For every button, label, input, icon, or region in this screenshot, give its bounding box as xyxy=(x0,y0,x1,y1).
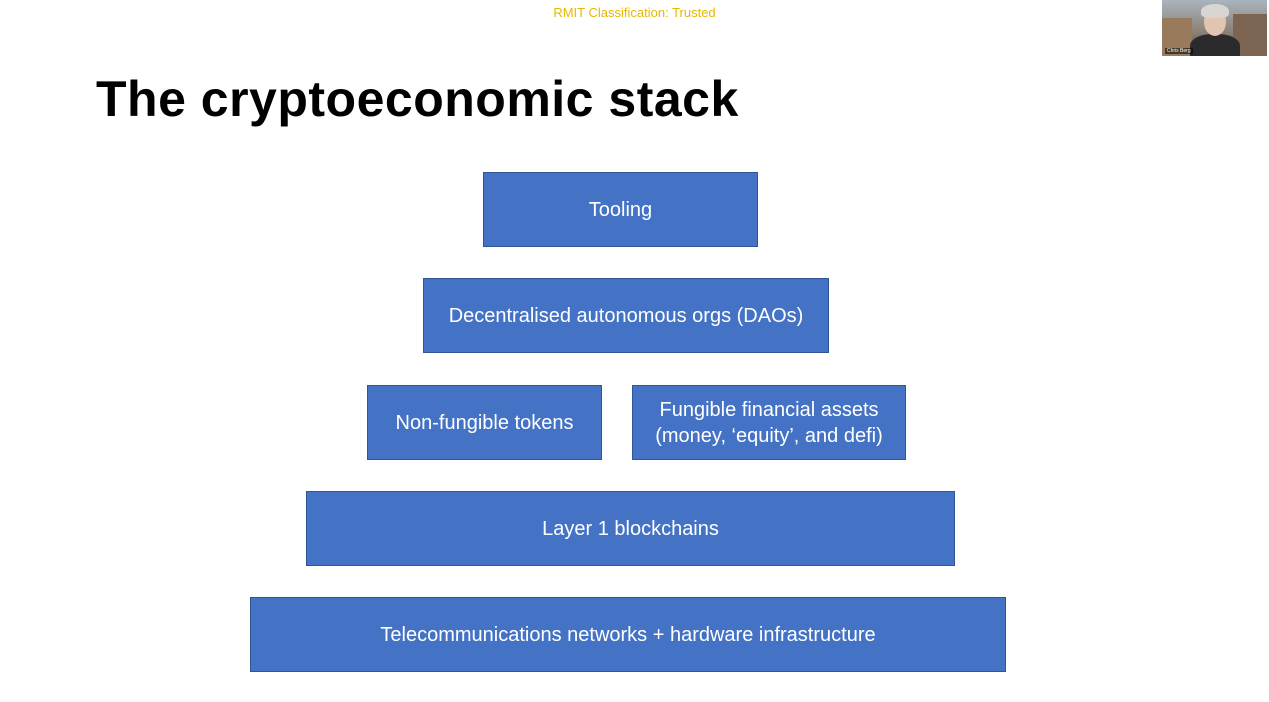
layer-label-telecom-infrastructure: Telecommunications networks + hardware i… xyxy=(380,623,876,646)
fungible-line-1: Fungible financial assets xyxy=(659,398,879,421)
layer-box-telecom-infrastructure: Telecommunications networks + hardware i… xyxy=(250,597,1006,672)
layer-label-layer1-blockchains: Layer 1 blockchains xyxy=(542,517,719,540)
classification-label: RMIT Classification: Trusted xyxy=(553,5,716,20)
layer-label-nft: Non-fungible tokens xyxy=(395,411,574,434)
layer-box-tooling: Tooling xyxy=(483,172,758,247)
layer-label-daos: Decentralised autonomous orgs (DAOs) xyxy=(448,304,804,327)
participant-hair xyxy=(1201,4,1229,18)
layer-label-fungible-assets: Fungible financial assets (money, ‘equit… xyxy=(655,397,883,449)
fungible-line-2: (money, ‘equity’, and defi) xyxy=(655,424,883,447)
participant-shoulders xyxy=(1190,34,1240,56)
slide-title: The cryptoeconomic stack xyxy=(96,71,739,127)
webcam-thumbnail[interactable]: Chris Berg xyxy=(1162,0,1267,56)
layer-box-fungible-assets: Fungible financial assets (money, ‘equit… xyxy=(632,385,906,460)
layer-box-daos: Decentralised autonomous orgs (DAOs) xyxy=(423,278,829,353)
layer-box-nft: Non-fungible tokens xyxy=(367,385,602,460)
layer-box-layer1-blockchains: Layer 1 blockchains xyxy=(306,491,955,566)
layer-label-tooling: Tooling xyxy=(588,198,653,221)
participant-name-tag: Chris Berg xyxy=(1165,48,1193,54)
